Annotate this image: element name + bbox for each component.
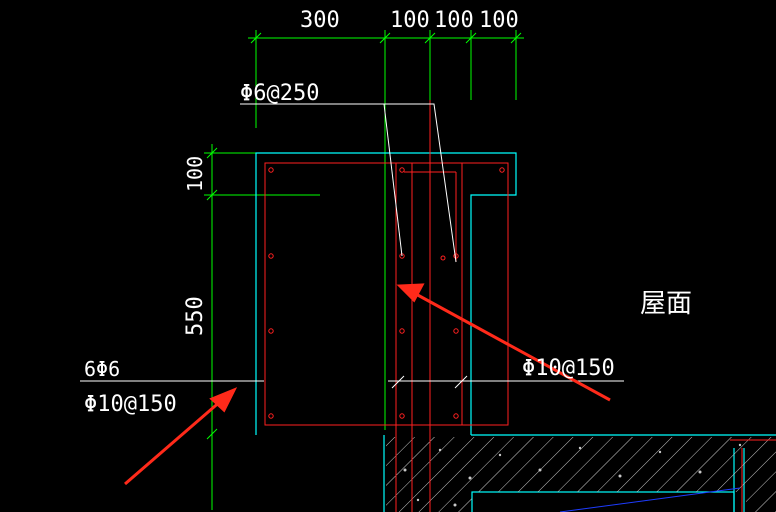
dim-top-100-b: 100 [434, 8, 474, 33]
dim-left-100: 100 [183, 156, 207, 192]
annotation-arrows [124, 283, 611, 486]
label-stirrup-top: Φ6@250 [240, 81, 319, 106]
leader-lines [80, 103, 624, 389]
dimension-lines [204, 30, 524, 510]
blue-reference-line [559, 487, 741, 512]
dim-top-100-c: 100 [479, 8, 519, 33]
label-roof: 屋面 [640, 289, 692, 319]
arrow-right-head [396, 283, 425, 303]
arrow-left [124, 398, 223, 486]
dim-top-100-a: 100 [390, 8, 430, 33]
dimension-texts: 300 100 100 100 100 550 [183, 8, 519, 336]
label-longitudinal-bars: 6Φ6 [84, 357, 120, 381]
rebar-labels: Φ6@250 6Φ6 Φ10@150 Φ10@150 屋面 [84, 81, 692, 417]
label-stirrup-left: Φ10@150 [84, 392, 177, 417]
label-stirrup-right: Φ10@150 [522, 356, 615, 381]
dim-left-550: 550 [183, 296, 208, 336]
arrow-left-head [209, 387, 238, 413]
dim-top-300: 300 [300, 8, 340, 33]
arrow-right [413, 291, 611, 402]
hatched-slab-section [386, 437, 776, 512]
